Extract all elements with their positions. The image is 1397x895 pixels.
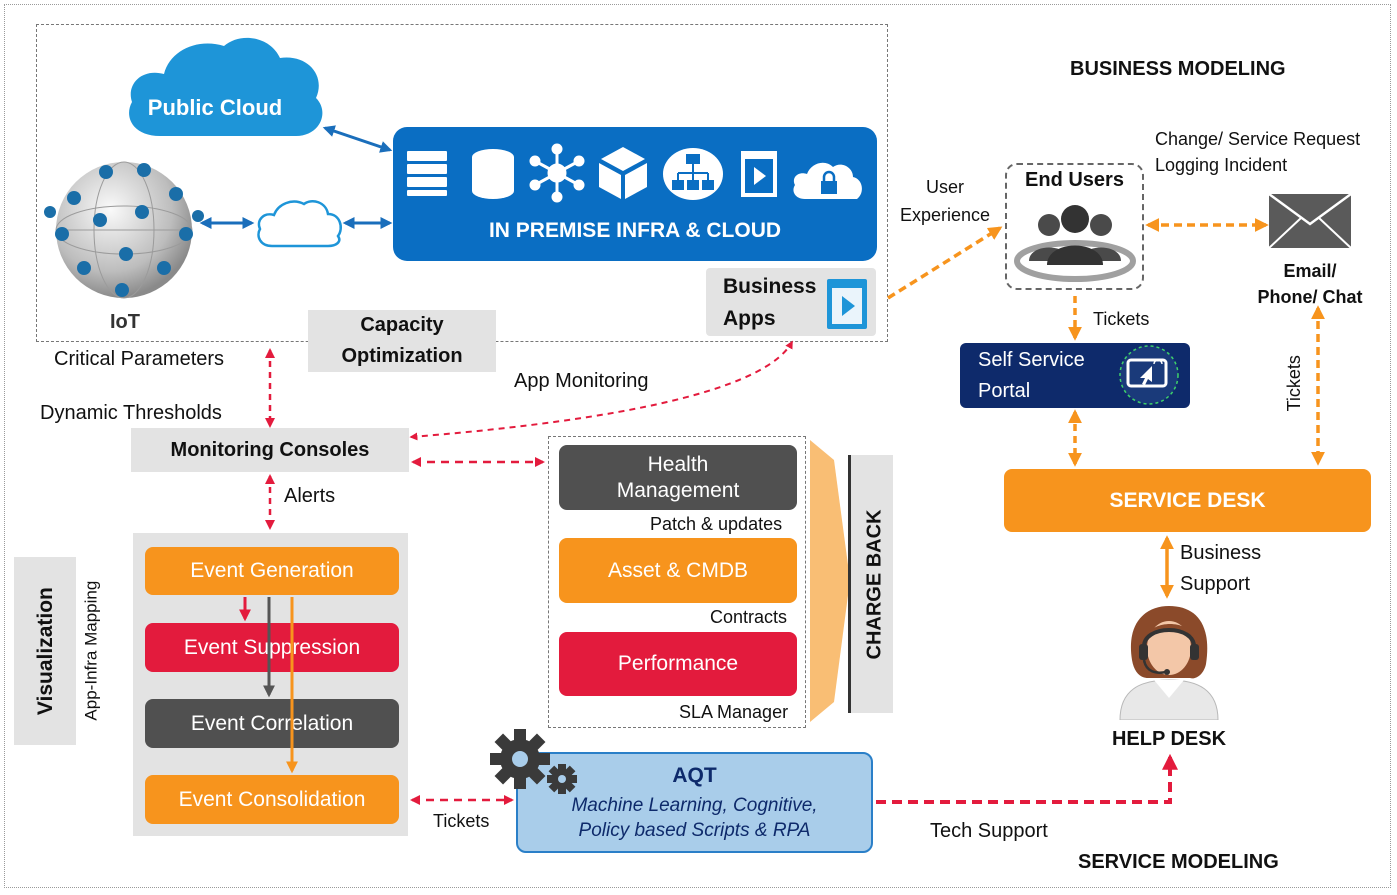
event-consolidation: Event Consolidation: [145, 775, 399, 824]
event-generation: Event Generation: [145, 547, 399, 595]
help-desk-icon: [1119, 606, 1219, 720]
event-suppression: Event Suppression: [145, 623, 399, 672]
touch-screen-icon: [1119, 345, 1179, 405]
aqt-line2: Policy based Scripts & RPA: [578, 820, 811, 841]
monitoring-consoles-label: Monitoring Consoles: [170, 439, 370, 461]
email-icon: [1269, 194, 1351, 248]
service-desk: SERVICE DESK: [1004, 469, 1371, 532]
charge-back-box: [848, 455, 893, 713]
tickets-end-users-label: Tickets: [1093, 309, 1150, 329]
visualization-box: [14, 557, 76, 745]
server-rack-icon: [407, 151, 447, 196]
change-request-line2: Logging Incident: [1155, 155, 1288, 175]
asset-cmdb: Asset & CMDB: [559, 538, 797, 603]
end-users-label: End Users: [1025, 169, 1124, 191]
network-hub-icon: [529, 143, 585, 203]
arrow-app-monitoring: [409, 340, 793, 441]
email-chat-line1: Email/: [1283, 261, 1337, 281]
business-apps-line2: Apps: [723, 307, 776, 330]
business-apps-line1: Business: [723, 275, 817, 298]
self-service-portal-line1: Self Service: [978, 349, 1085, 371]
iot-label: IoT: [110, 311, 140, 333]
help-desk-label: HELP DESK: [1111, 728, 1227, 750]
database-icon: [472, 149, 514, 199]
event-correlation: Event Correlation: [145, 699, 399, 748]
sla-manager-label: SLA Manager: [679, 702, 789, 722]
public-cloud-label: Public Cloud: [147, 95, 283, 120]
performance: Performance: [559, 632, 797, 696]
user-experience-line1: User: [925, 177, 964, 197]
health-management-line2: Management: [616, 478, 740, 502]
charge-back-arrow: [810, 440, 850, 722]
business-support-line1: Business: [1180, 542, 1262, 564]
service-modeling-heading: SERVICE MODELING: [1078, 851, 1279, 873]
aqt-line1: Machine Learning, Cognitive,: [571, 795, 818, 816]
contracts-label: Contracts: [710, 607, 788, 627]
cube-icon: [599, 147, 647, 199]
arrow-tech-support: [876, 753, 1178, 804]
arrow-apps-users: [887, 226, 1003, 300]
outer-border: [4, 4, 1391, 888]
iot-globe-icon: [44, 161, 204, 299]
alerts-label: Alerts: [284, 485, 336, 507]
patch-updates-label: Patch & updates: [650, 514, 783, 534]
end-users-icon: [1014, 205, 1136, 282]
app-window-icon: [741, 151, 777, 197]
cloud-lock-icon: [793, 162, 862, 199]
critical-parameters-label: Critical Parameters: [54, 348, 225, 370]
self-service-portal-line2: Portal: [978, 380, 1031, 402]
health-management: Health Management: [559, 445, 797, 510]
user-experience-line2: Experience: [899, 205, 991, 225]
network-topology-icon: [663, 148, 723, 200]
public-cloud-icon: [129, 37, 323, 137]
business-apps-icon: [827, 279, 867, 329]
infra-icons-row: [407, 143, 862, 203]
business-support-line2: Support: [1180, 573, 1251, 595]
arrow-cloud-infra: [322, 125, 393, 153]
monitoring-consoles-box: [131, 428, 409, 472]
infra-label: IN PREMISE INFRA & CLOUD: [488, 219, 782, 242]
tickets-left-label: Tickets: [433, 811, 490, 831]
tech-support-label: Tech Support: [930, 820, 1048, 842]
dynamic-thresholds-label: Dynamic Thresholds: [40, 402, 222, 424]
email-chat-line2: Phone/ Chat: [1257, 287, 1363, 307]
small-cloud-icon: [257, 200, 342, 248]
capacity-optimization-line1: Capacity: [360, 314, 444, 336]
end-users-box: [1005, 163, 1144, 290]
change-request-line1: Change/ Service Request: [1155, 129, 1361, 149]
aqt-title: AQT: [672, 764, 717, 787]
business-modeling-heading: BUSINESS MODELING: [1070, 58, 1286, 80]
health-management-line1: Health: [647, 453, 709, 477]
aqt-box: [516, 752, 873, 853]
gears-icon: [490, 729, 577, 794]
